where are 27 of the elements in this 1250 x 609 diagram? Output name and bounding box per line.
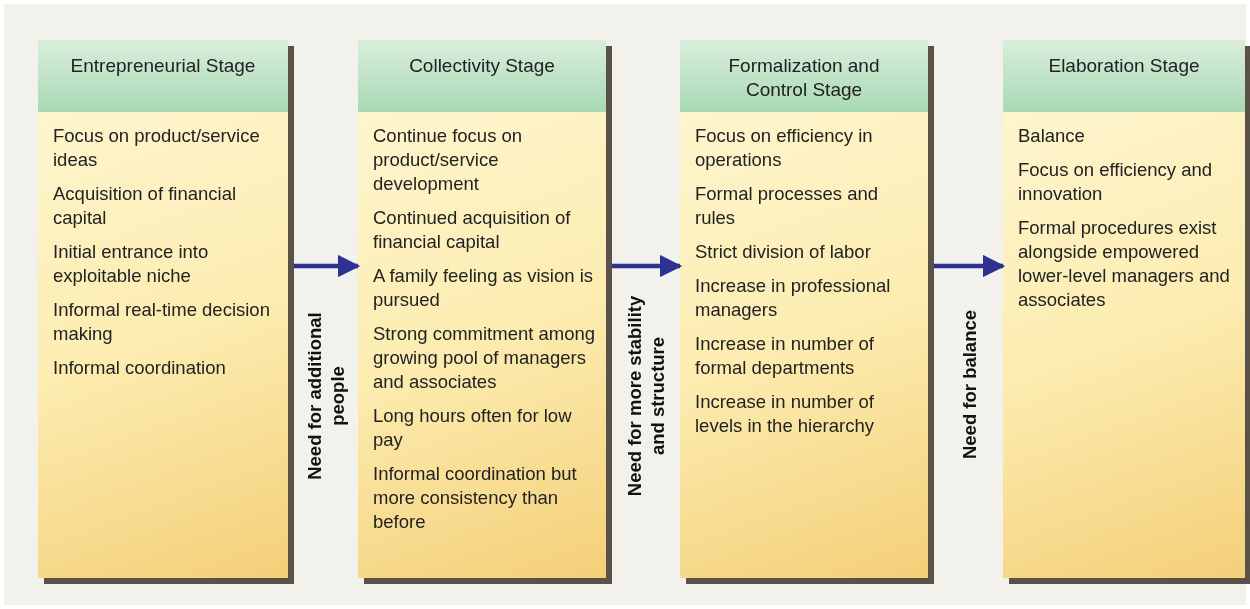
stage-title: Collectivity Stage (409, 54, 555, 78)
list-item: Increase in number of formal departments (695, 332, 875, 380)
list-item: Balance (1018, 124, 1086, 148)
list-item: Focus on efficiency and innovation (1018, 158, 1214, 206)
list-item: Continued acquisition of financial capital (373, 206, 572, 254)
list-item: Strong commitment among growing pool of managers and associates (373, 322, 597, 394)
list-item: Informal real-time decision making (53, 298, 271, 346)
arrow (934, 254, 1006, 278)
list-item: Strict division of labor (695, 240, 872, 264)
list-item: Informal coordination but more consistency than before (373, 462, 578, 534)
list-item: Formal procedures exist alongside empowered lower-level managers and associates (1018, 216, 1231, 312)
stage-title: Formalization and Control Stage (727, 54, 881, 102)
list-item: Focus on product/service ideas (53, 124, 261, 172)
list-item: Increase in number of levels in the hierarchy (695, 390, 875, 438)
list-item: Increase in professional managers (695, 274, 892, 322)
arrow (294, 254, 361, 278)
arrow (612, 254, 683, 278)
list-item: Acquisition of financial capital (53, 182, 238, 230)
list-item: Informal coordination (53, 356, 227, 380)
stage-title: Entrepreneurial Stage (70, 54, 256, 78)
list-item: Continue focus on product/service development (373, 124, 524, 196)
list-item: Focus on efficiency in operations (695, 124, 874, 172)
list-item: A family feeling as vision is pursued (373, 264, 595, 312)
list-item: Formal processes and rules (695, 182, 880, 230)
stage-title: Elaboration Stage (1048, 54, 1200, 78)
list-item: Initial entrance into exploitable niche (53, 240, 210, 288)
list-item: Long hours often for low pay (373, 404, 573, 452)
